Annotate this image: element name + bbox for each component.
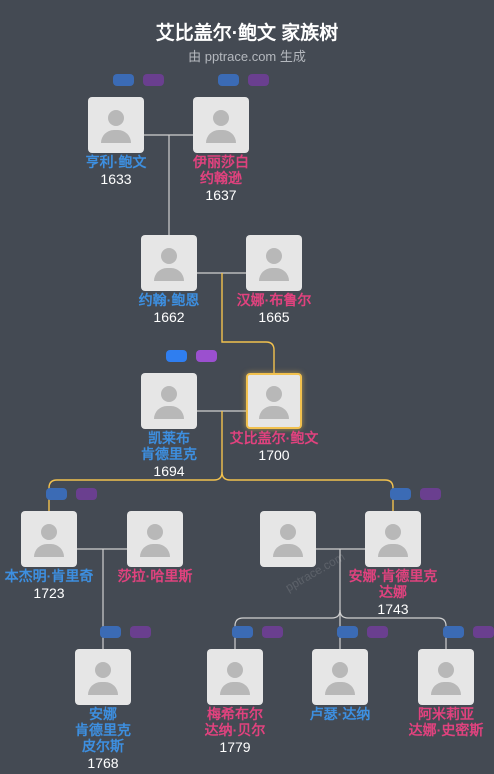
expand-toggle-icon[interactable] (337, 626, 358, 638)
person-silhouette-icon-body (431, 682, 461, 695)
person-silhouette-icon (41, 524, 57, 540)
person-silhouette-icon-body (101, 130, 131, 143)
person-name-annapier: 皮尔斯 (82, 738, 124, 754)
person-name-caleb: 肯德里克 (141, 446, 197, 462)
person-card-benjamin[interactable] (21, 511, 77, 567)
person-name-annapier: 肯德里克 (75, 722, 131, 738)
person-silhouette-icon-body (378, 544, 408, 557)
person-card-sarah[interactable] (127, 511, 183, 567)
expand-toggle-icon[interactable] (248, 74, 269, 86)
person-card-john[interactable] (141, 235, 197, 291)
person-silhouette-icon (147, 524, 163, 540)
person-silhouette-icon (161, 248, 177, 264)
page-subtitle: 由 pptrace.com 生成 (188, 49, 306, 64)
person-name-mehitable: 梅希布尔 (207, 706, 263, 722)
person-silhouette-icon (266, 386, 282, 402)
person-birth-year-hannah: 1665 (258, 309, 290, 325)
person-silhouette-icon-body (273, 544, 303, 557)
expand-toggle-icon[interactable] (113, 74, 134, 86)
descent-line-abigail-to-annadana (221, 471, 394, 511)
person-birth-year-henry: 1633 (100, 171, 132, 187)
expand-toggle-icon[interactable] (390, 488, 411, 500)
expand-toggle-icon[interactable] (166, 350, 187, 362)
person-name-abigail: 艾比盖尔·鲍文 (229, 430, 319, 446)
person-card-hannah[interactable] (246, 235, 302, 291)
person-birth-year-caleb: 1694 (153, 463, 185, 479)
expand-toggle-icon[interactable] (443, 626, 464, 638)
expand-toggle-icon[interactable] (473, 626, 494, 638)
person-silhouette-icon (438, 662, 454, 678)
person-silhouette-icon-body (325, 682, 355, 695)
expand-toggle-icon[interactable] (262, 626, 283, 638)
person-name-amelia: 达娜·史密斯 (408, 722, 484, 738)
person-card-unknown_spouse[interactable] (260, 511, 316, 567)
page-title: 艾比盖尔·鲍文 家族树 (155, 23, 339, 44)
person-card-henry[interactable] (88, 97, 144, 153)
person-card-mehitable[interactable] (207, 649, 263, 705)
person-card-elizabeth[interactable] (193, 97, 249, 153)
expand-toggle-icon[interactable] (218, 74, 239, 86)
person-birth-year-mehitable: 1779 (219, 739, 251, 755)
person-name-caleb: 凯莱布 (148, 430, 190, 446)
person-birth-year-annapier: 1768 (87, 755, 119, 771)
person-name-benjamin: 本杰明·肯里奇 (4, 568, 94, 584)
person-silhouette-icon (95, 662, 111, 678)
expand-toggle-icon[interactable] (232, 626, 253, 638)
person-name-lusodana: 卢瑟·达纳 (309, 706, 371, 722)
person-name-elizabeth: 约翰逊 (200, 170, 242, 186)
expand-toggle-icon[interactable] (130, 626, 151, 638)
person-birth-year-abigail: 1700 (258, 447, 290, 463)
person-silhouette-icon (280, 524, 296, 540)
person-name-annadana: 达娜 (379, 584, 407, 600)
person-silhouette-icon (385, 524, 401, 540)
person-name-sarah: 莎拉·哈里斯 (117, 568, 193, 584)
person-silhouette-icon (161, 386, 177, 402)
person-silhouette-icon (332, 662, 348, 678)
person-silhouette-icon-body (259, 406, 289, 419)
person-name-annadana: 安娜·肯德里克 (348, 568, 438, 584)
descent-line-abigail-to-benjamin (48, 411, 223, 511)
person-card-caleb[interactable] (141, 373, 197, 429)
expand-toggle-icon[interactable] (76, 488, 97, 500)
person-birth-year-annadana: 1743 (377, 601, 409, 617)
expand-toggle-icon[interactable] (143, 74, 164, 86)
person-name-hannah: 汉娜·布鲁尔 (236, 292, 312, 308)
expand-toggle-icon[interactable] (367, 626, 388, 638)
person-silhouette-icon-body (34, 544, 64, 557)
person-silhouette-icon-body (88, 682, 118, 695)
person-name-mehitable: 达纳·贝尔 (204, 722, 266, 738)
person-silhouette-icon (266, 248, 282, 264)
descent-line-to-amelia (339, 609, 447, 649)
person-card-lusodana[interactable] (312, 649, 368, 705)
person-silhouette-icon-body (140, 544, 170, 557)
person-silhouette-icon-body (154, 406, 184, 419)
person-silhouette-icon-body (259, 268, 289, 281)
person-silhouette-icon (213, 110, 229, 126)
person-silhouette-icon (108, 110, 124, 126)
person-silhouette-icon (227, 662, 243, 678)
expand-toggle-icon[interactable] (100, 626, 121, 638)
person-silhouette-icon-body (154, 268, 184, 281)
person-silhouette-icon-body (220, 682, 250, 695)
person-card-annapier[interactable] (75, 649, 131, 705)
expand-toggle-icon[interactable] (46, 488, 67, 500)
descent-line-john-to-abigail (221, 273, 275, 373)
expand-toggle-icon[interactable] (420, 488, 441, 500)
person-birth-year-john: 1662 (153, 309, 185, 325)
person-name-amelia: 阿米莉亚 (418, 706, 474, 722)
person-card-annadana[interactable] (365, 511, 421, 567)
person-silhouette-icon-body (206, 130, 236, 143)
person-name-john: 约翰·鲍恩 (138, 292, 200, 308)
person-name-henry: 亨利·鲍文 (85, 154, 147, 170)
person-card-abigail[interactable] (246, 373, 302, 429)
person-birth-year-benjamin: 1723 (33, 585, 65, 601)
person-card-amelia[interactable] (418, 649, 474, 705)
expand-toggle-icon[interactable] (196, 350, 217, 362)
person-name-elizabeth: 伊丽莎白 (193, 154, 249, 170)
person-birth-year-elizabeth: 1637 (205, 187, 237, 203)
person-name-annapier: 安娜 (89, 706, 117, 722)
